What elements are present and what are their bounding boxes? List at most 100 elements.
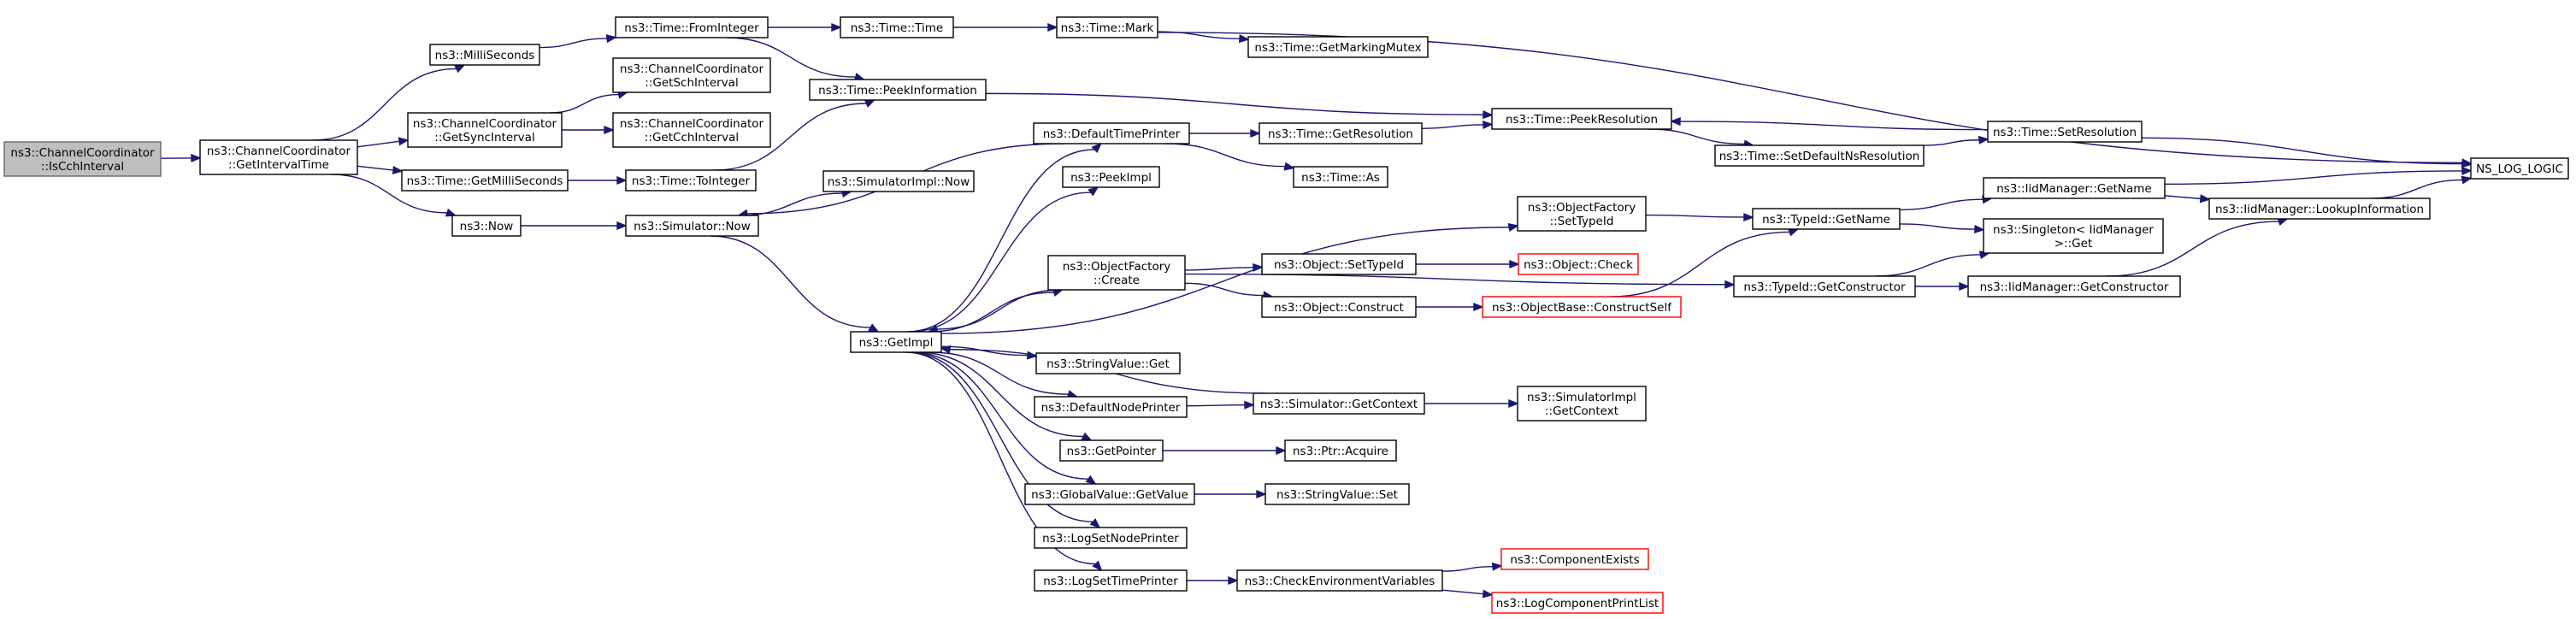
- arrowhead-icon: [1743, 212, 1754, 222]
- node-is-cch-interval[interactable]: ns3::ChannelCoordinator::IsCchInterval: [3, 141, 162, 177]
- arrowhead-icon: [1091, 142, 1102, 154]
- node-box: [1284, 439, 1397, 462]
- node-now[interactable]: ns3::Now: [451, 215, 522, 237]
- node-singleton-get[interactable]: ns3::Singleton< IidManager >::Get: [1983, 218, 2164, 254]
- call-edge-line: [1679, 121, 1989, 131]
- node-time-to-integer[interactable]: ns3::Time::ToInteger: [625, 169, 757, 192]
- node-label: ::GetIntervalTime: [228, 158, 329, 172]
- node-iid-manager-get-name[interactable]: ns3::IidManager::GetName: [1983, 177, 2166, 199]
- node-peek-impl[interactable]: ns3::PeekImpl: [1062, 166, 1160, 188]
- call-edge-iid_manager_lookup_information-to-ns_log_logic: [2370, 175, 2473, 199]
- node-component-exists[interactable]: ns3::ComponentExists: [1500, 548, 1649, 570]
- call-edge-get_pointer-to-ptr_acquire: [1163, 445, 1287, 456]
- node-object-factory-set-type-id[interactable]: ns3::ObjectFactory::SetTypeId: [1517, 196, 1647, 232]
- node-log-component-print-list[interactable]: ns3::LogComponentPrintList: [1491, 592, 1664, 614]
- call-edge-time_set_resolution-to-time_peek_resolution: [1670, 117, 1989, 131]
- node-object-base-construct-self[interactable]: ns3::ObjectBase::ConstructSelf: [1482, 296, 1682, 318]
- node-ns-log-logic[interactable]: NS_LOG_LOGIC: [2470, 157, 2569, 180]
- node-label: ns3::Ptr::Acquire: [1293, 445, 1388, 458]
- call-edge-time_set_default_ns_resolution-to-time_set_resolution: [1923, 135, 1989, 146]
- node-simulator-impl-now[interactable]: ns3::SimulatorImpl::Now: [822, 170, 975, 192]
- node-log-set-time-printer[interactable]: ns3::LogSetTimePrinter: [1034, 569, 1188, 592]
- node-get-impl[interactable]: ns3::GetImpl: [850, 331, 942, 353]
- node-label: ns3::Object::Construct: [1274, 301, 1404, 315]
- node-type-id-get-constructor[interactable]: ns3::TypeId::GetConstructor: [1733, 275, 1916, 298]
- node-get-pointer[interactable]: ns3::GetPointer: [1059, 439, 1164, 462]
- node-time-set-resolution[interactable]: ns3::Time::SetResolution: [1987, 121, 2143, 143]
- call-graph-nodes: ns3::ChannelCoordinator::IsCchIntervalns…: [3, 16, 2569, 614]
- node-label: ::GetContext: [1545, 404, 1618, 418]
- node-time-get-milli-seconds[interactable]: ns3::Time::GetMilliSeconds: [401, 169, 569, 192]
- node-get-sync-interval[interactable]: ns3::ChannelCoordinator::GetSyncInterval: [407, 112, 563, 148]
- call-edge-now-to-simulator_now: [521, 221, 628, 231]
- call-edge-get_sync_interval-to-get_cch_interval: [562, 125, 615, 135]
- call-edge-global_value_get_value-to-string_value_set: [1194, 489, 1267, 499]
- arrowhead-icon: [605, 34, 617, 44]
- arrowhead-icon: [1228, 575, 1239, 586]
- call-edge-line: [725, 37, 856, 78]
- node-object-construct[interactable]: ns3::Object::Construct: [1261, 296, 1417, 318]
- call-edge-get_impl-to-string_value_get: [940, 345, 1038, 360]
- node-box: [1518, 253, 1639, 275]
- arrowhead-icon: [1491, 562, 1503, 571]
- node-time-from-integer[interactable]: ns3::Time::FromInteger: [615, 16, 769, 38]
- call-edge-line: [1421, 124, 1484, 129]
- call-edge-time_set_resolution-to-ns_log_logic: [2141, 137, 2473, 168]
- node-string-value-set[interactable]: ns3::StringValue::Set: [1264, 483, 1410, 505]
- node-time-get-resolution[interactable]: ns3::Time::GetResolution: [1259, 122, 1423, 144]
- node-default-time-printer[interactable]: ns3::DefaultTimePrinter: [1033, 122, 1190, 144]
- node-type-id-get-name[interactable]: ns3::TypeId::GetName: [1752, 208, 1901, 230]
- node-check-env-vars[interactable]: ns3::CheckEnvironmentVariables: [1236, 569, 1443, 592]
- call-edge-line: [2164, 170, 2463, 186]
- node-default-node-printer[interactable]: ns3::DefaultNodePrinter: [1034, 396, 1188, 418]
- node-label: ns3::ComponentExists: [1510, 553, 1639, 567]
- call-edge-line: [985, 92, 1484, 115]
- node-milli-seconds[interactable]: ns3::MilliSeconds: [429, 44, 540, 66]
- node-object-factory-create[interactable]: ns3::ObjectFactory::Create: [1047, 255, 1186, 291]
- call-edge-time_get_resolution-to-time_peek_resolution: [1421, 120, 1494, 129]
- node-label: ns3::DefaultNodePrinter: [1041, 401, 1181, 415]
- arrowhead-icon: [445, 208, 457, 217]
- node-log-set-node-printer[interactable]: ns3::LogSetNodePrinter: [1034, 527, 1188, 549]
- node-simulator-impl-get-context[interactable]: ns3::SimulatorImpl::GetContext: [1517, 386, 1647, 422]
- node-time-set-default-ns-resolution[interactable]: ns3::Time::SetDefaultNsResolution: [1714, 144, 1925, 167]
- node-box: [1236, 569, 1443, 592]
- node-label: ns3::Time::PeekResolution: [1506, 113, 1658, 127]
- node-time-get-marking-mutex[interactable]: ns3::Time::GetMarkingMutex: [1247, 36, 1429, 58]
- node-iid-manager-get-constructor[interactable]: ns3::IidManager::GetConstructor: [1967, 275, 2181, 298]
- node-label: ns3::Simulator::GetContext: [1260, 398, 1418, 411]
- arrowhead-icon: [1787, 227, 1800, 237]
- node-global-value-get-value[interactable]: ns3::GlobalValue::GetValue: [1024, 483, 1195, 505]
- node-box: [1062, 166, 1160, 188]
- node-iid-manager-lookup-information[interactable]: ns3::IidManager::LookupInformation: [2208, 197, 2431, 220]
- node-object-set-type-id[interactable]: ns3::Object::SetTypeId: [1261, 253, 1417, 275]
- node-label: ns3::Object::Check: [1524, 258, 1633, 272]
- node-get-interval-time[interactable]: ns3::ChannelCoordinator::GetIntervalTime: [199, 139, 358, 175]
- node-label: ::GetCchInterval: [645, 131, 739, 144]
- call-edge-line: [909, 192, 1091, 333]
- node-time-peek-resolution[interactable]: ns3::Time::PeekResolution: [1491, 108, 1672, 130]
- node-box: [612, 57, 771, 93]
- node-simulator-get-context[interactable]: ns3::Simulator::GetContext: [1253, 392, 1425, 415]
- node-time-time[interactable]: ns3::Time::Time: [840, 16, 954, 38]
- node-time-peek-information[interactable]: ns3::Time::PeekInformation: [809, 79, 987, 101]
- node-object-check[interactable]: ns3::Object::Check: [1518, 253, 1639, 275]
- node-get-sch-interval[interactable]: ns3::ChannelCoordinator::GetSchInterval: [612, 57, 771, 93]
- node-box: [1983, 218, 2164, 254]
- node-box: [1056, 16, 1158, 38]
- call-edge-default_time_printer-to-time_get_resolution: [1188, 128, 1261, 139]
- arrowhead-icon: [1092, 560, 1103, 572]
- node-time-as[interactable]: ns3::Time::As: [1293, 166, 1388, 188]
- call-edge-time_peek_resolution-to-time_set_default_ns_resolution: [1648, 128, 1755, 149]
- node-get-cch-interval[interactable]: ns3::ChannelCoordinator::GetCchInterval: [612, 112, 771, 148]
- call-edge-check_env_vars-to-log_component_print_list: [1441, 589, 1494, 598]
- node-ptr-acquire[interactable]: ns3::Ptr::Acquire: [1284, 439, 1397, 462]
- node-label: ns3::ChannelCoordinator: [413, 117, 557, 131]
- node-string-value-get[interactable]: ns3::StringValue::Get: [1035, 352, 1181, 374]
- call-edge-object_factory_create-to-get_impl: [927, 289, 1063, 333]
- node-simulator-now[interactable]: ns3::Simulator::Now: [625, 215, 759, 237]
- node-time-mark[interactable]: ns3::Time::Mark: [1056, 16, 1158, 38]
- node-label: ns3::Time::Time: [851, 21, 943, 35]
- arrowhead-icon: [2199, 194, 2211, 203]
